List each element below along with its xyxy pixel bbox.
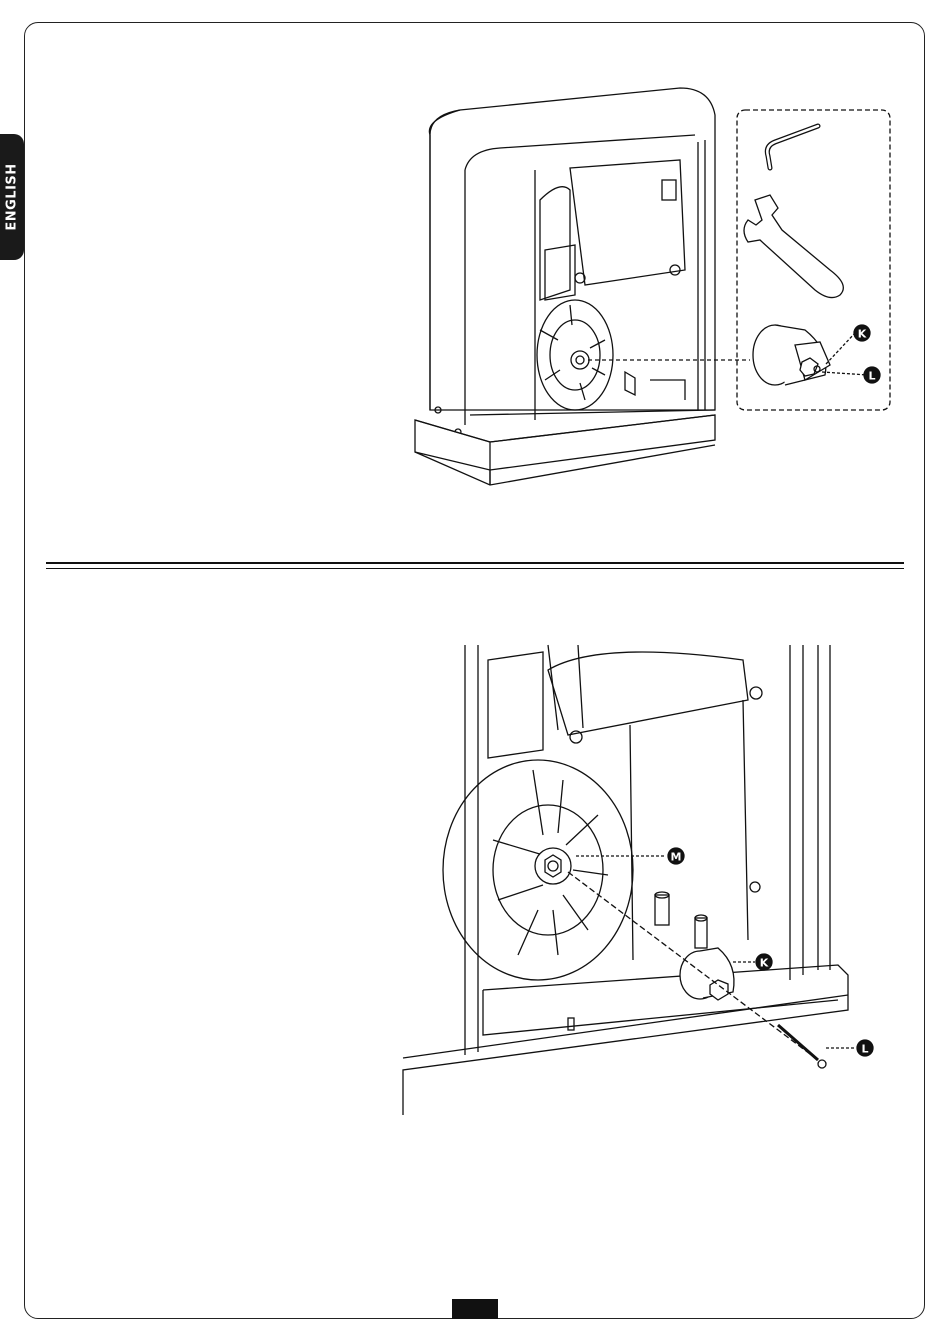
cap-part-icon [680, 948, 734, 1000]
page-number-tab [452, 1299, 498, 1319]
figure-bottom: M K L [398, 640, 883, 1120]
callout-l-top: L [864, 367, 880, 383]
figure-top: K L [410, 80, 895, 500]
parts-inset: K L [737, 110, 890, 410]
callout-l-bottom: L [857, 1040, 873, 1056]
callout-k-bottom: K [756, 954, 772, 970]
svg-text:K: K [760, 957, 769, 970]
svg-text:L: L [868, 370, 875, 383]
screw-part-icon [778, 1025, 826, 1068]
callout-m: M [668, 848, 684, 864]
axis-line [568, 872, 818, 1060]
allen-key-icon [767, 126, 818, 168]
callout-k-top: K [854, 325, 870, 341]
language-tab: ENGLISH [0, 134, 24, 260]
section-divider [46, 562, 904, 564]
section-divider-thin [46, 568, 904, 569]
svg-text:K: K [858, 328, 867, 341]
svg-text:L: L [861, 1043, 868, 1056]
language-label: ENGLISH [5, 163, 20, 230]
cap-part-icon [753, 325, 830, 385]
gate-operator-housing [415, 88, 715, 485]
housing-closeup [403, 645, 848, 1115]
svg-text:M: M [671, 851, 682, 864]
spanner-wrench-icon [744, 195, 843, 298]
